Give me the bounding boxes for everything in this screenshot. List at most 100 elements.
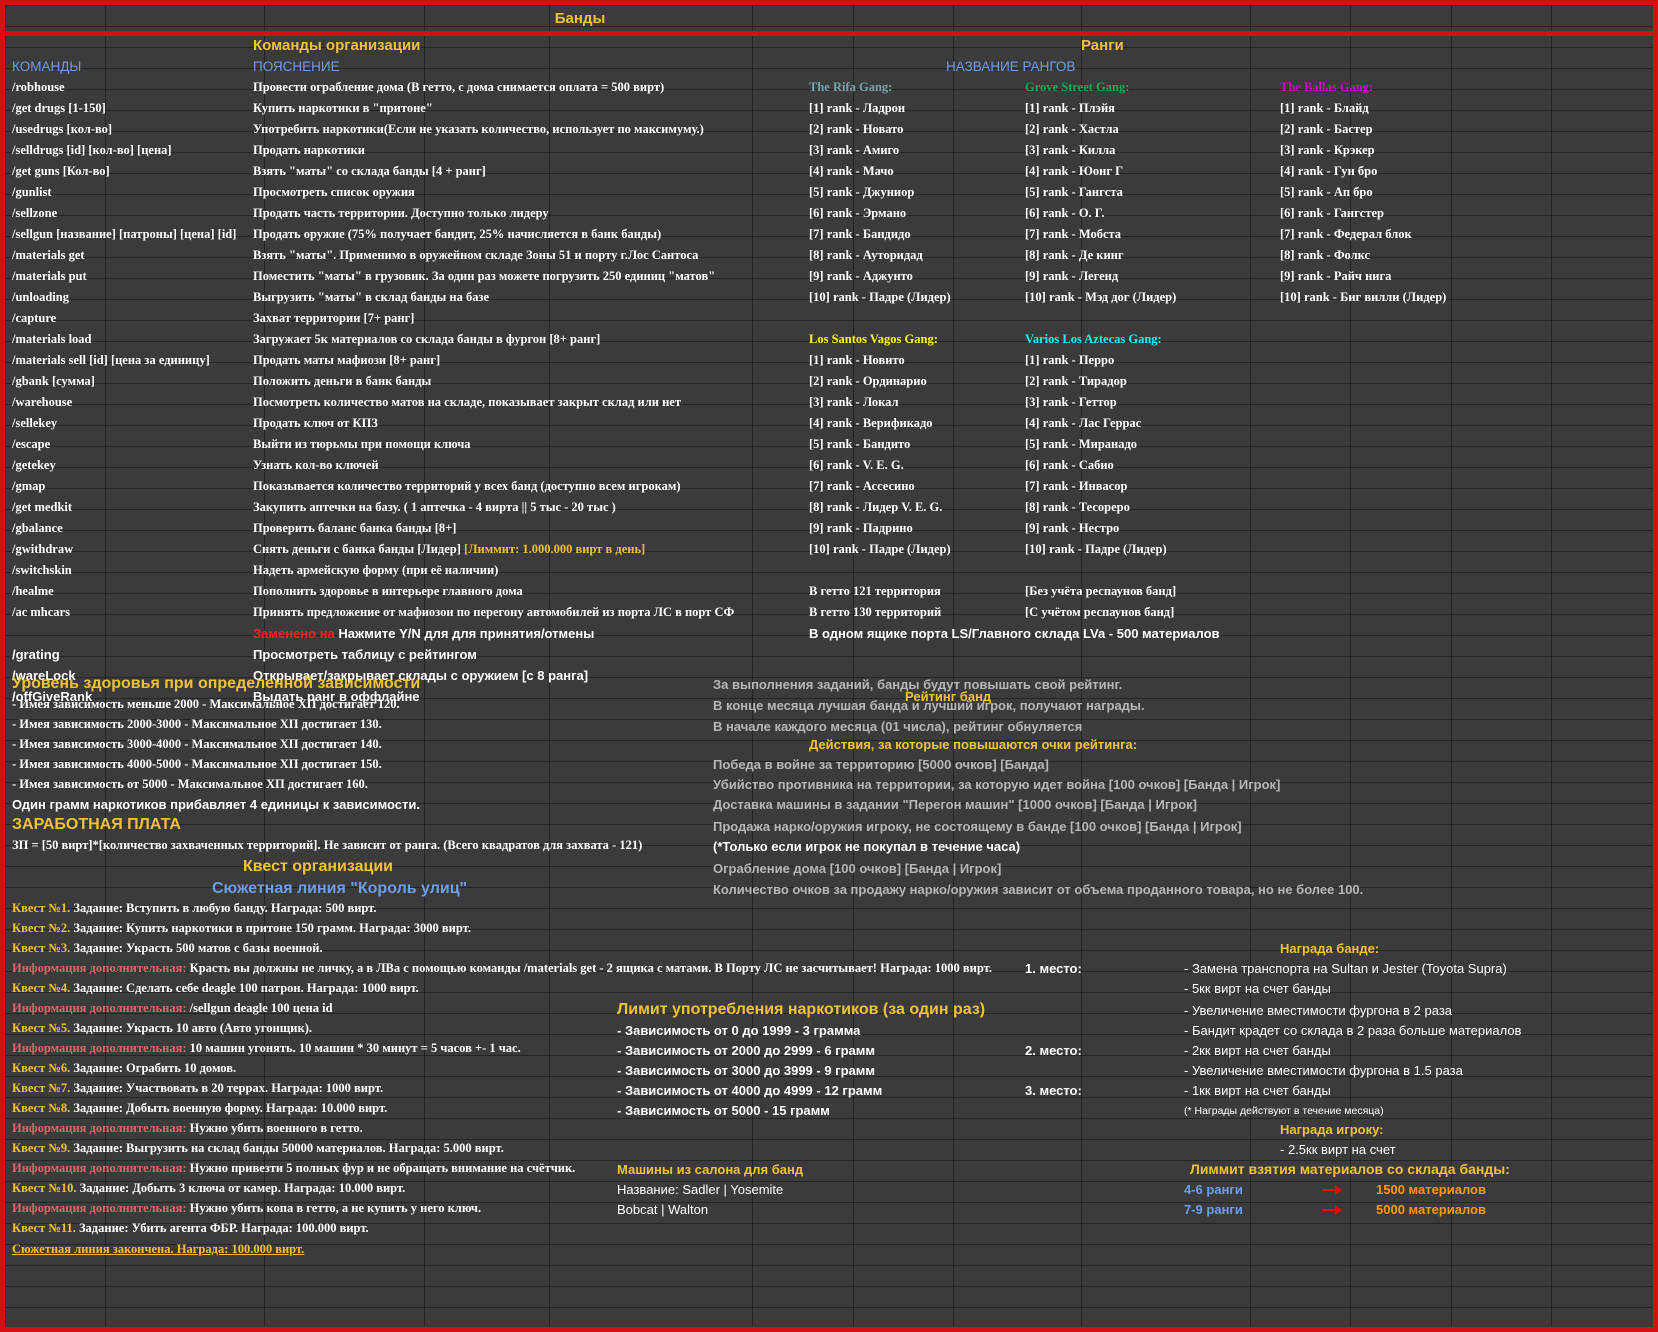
quest-text: Задание: Участвовать в 20 террах. Наград… bbox=[73, 1081, 384, 1095]
rank-entry: [5] rank - Бандито bbox=[809, 437, 911, 451]
info-label: Информация дополнительная: bbox=[12, 961, 187, 975]
rank-entry: [9] rank - Падрино bbox=[809, 521, 913, 535]
quest-item: Квест №10. Задание: Добыть 3 ключа от ка… bbox=[12, 1178, 405, 1199]
rank-entry: [4] rank - Гун бро bbox=[1280, 164, 1378, 178]
command-name: /healme bbox=[12, 584, 54, 598]
rank-entry: [7] rank - Инвасор bbox=[1025, 479, 1128, 493]
gang-name: Los Santos Vagos Gang: bbox=[809, 332, 938, 346]
quest-item: Квест №5. Задание: Украсть 10 авто (Авто… bbox=[12, 1018, 312, 1039]
rank-entry: [8] rank - Фолкс bbox=[1280, 248, 1371, 262]
quest-label: Квест №5. bbox=[12, 1021, 71, 1035]
health-line: - Имея зависимость меньше 2000 - Максима… bbox=[12, 697, 400, 711]
command-description-text: Продать оружие (75% получает бандит, 25%… bbox=[253, 227, 662, 241]
quest-text: Задание: Сделать себе deagle 100 патрон.… bbox=[73, 981, 419, 995]
place-1-label: 1. место: bbox=[1025, 961, 1082, 976]
rank-entry: [4] rank - Мачо bbox=[809, 164, 894, 178]
command-description: Пополнить здоровье в интерьере главного … bbox=[253, 581, 523, 602]
rank-entry: [10] rank - Падре (Лидер) bbox=[1025, 542, 1167, 556]
salary-text: ЗП = [50 вирт]*[количество захваченных т… bbox=[12, 838, 643, 852]
quest-item: Квест №6. Задание: Ограбить 10 домов. bbox=[12, 1058, 236, 1079]
quest-text: Задание: Добыть военную форму. Награда: … bbox=[73, 1101, 388, 1115]
command-description-text: Надеть армейскую форму (при её наличии) bbox=[253, 563, 499, 577]
rank-entry: [7] rank - Ассесино bbox=[809, 479, 915, 493]
grid-col-line bbox=[1451, 5, 1452, 1327]
quest-item: Информация дополнительная: Нужно убить в… bbox=[12, 1118, 363, 1139]
command-description-text: Посмотреть количество матов на складе, п… bbox=[253, 395, 681, 409]
commands-column-header: КОМАНДЫ bbox=[12, 59, 82, 74]
command-description-text: Нажмите Y/N для для принятия/отмены bbox=[338, 626, 595, 641]
grid-col-line bbox=[1551, 5, 1552, 1327]
quest-text: Нужно убить военного в гетто. bbox=[189, 1121, 363, 1135]
drug-limit-title: Лимит употребления наркотиков (за один р… bbox=[617, 1001, 986, 1018]
rank-entry: [8] rank - Лидер V. E. G. bbox=[809, 500, 943, 514]
command-name: /robhouse bbox=[12, 80, 65, 94]
command-description: Взять "маты". Применимо в оружейном скла… bbox=[253, 245, 698, 266]
grid-col-line bbox=[953, 5, 954, 1327]
command-name: /capture bbox=[12, 311, 57, 325]
page-title: Банды bbox=[554, 10, 606, 27]
withdraw-limit-note: [Лиммит: 1.000.000 вирт в день] bbox=[464, 542, 646, 556]
quest-text: Задание: Украсть 500 матов с базы военно… bbox=[73, 941, 323, 955]
rank-entry: [3] rank - Локал bbox=[809, 395, 899, 409]
drug-limit-line: - Зависимость от 4000 до 4999 - 12 грамм bbox=[617, 1083, 883, 1098]
title-divider bbox=[0, 31, 1658, 36]
quest-text: Задание: Выгрузить на склад банды 50000 … bbox=[73, 1141, 504, 1155]
rank-entry: [10] rank - Биг вилли (Лидер) bbox=[1280, 290, 1447, 304]
rank-entry: [10] rank - Падре (Лидер) bbox=[809, 542, 951, 556]
command-name: /get guns [Кол-во] bbox=[12, 164, 110, 178]
reward-note: (* Награды действуют в течение месяца) bbox=[1184, 1105, 1384, 1117]
quest-text: /sellgun deagle 100 цена id bbox=[189, 1001, 333, 1015]
quest-item: Квест №3. Задание: Украсть 500 матов с б… bbox=[12, 938, 323, 959]
reward-item: - Увеличение вместимости фургона в 2 раз… bbox=[1184, 1003, 1453, 1018]
command-name: /ac mhcars bbox=[12, 605, 70, 619]
command-description-text: Снять деньги с банка банды [Лидер] bbox=[253, 542, 461, 556]
command-description-text: Продать часть территории. Доступно тольк… bbox=[253, 206, 549, 220]
quest-item: Информация дополнительная: Нужно привезт… bbox=[12, 1158, 575, 1179]
command-description-text: Загружает 5к материалов со склада банды … bbox=[253, 332, 601, 346]
reward-item: - Замена транспорта на Sultan и Jester (… bbox=[1184, 961, 1507, 976]
rank-entry: [6] rank - О. Г. bbox=[1025, 206, 1105, 220]
grid-col-line bbox=[1250, 5, 1251, 1327]
command-name: /escape bbox=[12, 437, 51, 451]
command-description-text: Положить деньги в банк банды bbox=[253, 374, 432, 388]
rank-entry: [9] rank - Нестро bbox=[1025, 521, 1120, 535]
rank-entry: [8] rank - Де кинг bbox=[1025, 248, 1124, 262]
salary-title: ЗАРАБОТНАЯ ПЛАТА bbox=[12, 816, 181, 833]
rank-entry: [9] rank - Райч нига bbox=[1280, 269, 1392, 283]
quest-text: Задание: Ограбить 10 домов. bbox=[73, 1061, 237, 1075]
command-description: Продать оружие (75% получает бандит, 25%… bbox=[253, 224, 661, 245]
grid-col-line bbox=[1081, 5, 1082, 1327]
command-description-text: Закупить аптечки на базу. ( 1 аптечка - … bbox=[253, 500, 616, 514]
command-name: /grating bbox=[12, 647, 60, 662]
rank-entry: [4] rank - Лас Геррас bbox=[1025, 416, 1142, 430]
command-description: Выгрузить "маты" в склад банды на базе bbox=[253, 287, 489, 308]
info-label: Информация дополнительная: bbox=[12, 1201, 187, 1215]
box-info: В одном ящике порта LS/Главного склада L… bbox=[809, 626, 1220, 641]
territory-info: [С учётом респаунов банд] bbox=[1025, 605, 1175, 619]
rating-action: Количество очков за продажу нарко/оружия… bbox=[713, 882, 1364, 897]
rank-entry: [5] rank - Гангста bbox=[1025, 185, 1123, 199]
command-description-text: Просмотреть список оружия bbox=[253, 185, 415, 199]
command-description-text: Выйти из тюрьмы при помощи ключа bbox=[253, 437, 471, 451]
command-name: /sellekey bbox=[12, 416, 58, 430]
player-reward-item: - 2.5кк вирт на счет bbox=[1280, 1142, 1396, 1157]
command-description-text: Взять "маты". Применимо в оружейном скла… bbox=[253, 248, 699, 262]
command-name: /selldrugs [id] [кол-во] [цена] bbox=[12, 143, 172, 157]
territory-info: В гетто 121 территория bbox=[809, 584, 941, 598]
command-name: /get medkit bbox=[12, 500, 73, 514]
command-name: /materials sell [id] [цена за единицу] bbox=[12, 353, 210, 367]
command-name: /gwithdraw bbox=[12, 542, 74, 556]
command-description: Просмотреть таблицу с рейтингом bbox=[253, 644, 477, 665]
command-name: /wareLock bbox=[12, 668, 76, 683]
explanation-column-header: ПОЯСНЕНИЕ bbox=[253, 59, 340, 74]
rank-entry: [1] rank - Блайд bbox=[1280, 101, 1369, 115]
gang-name: The Rifa Gang: bbox=[809, 80, 893, 94]
grid-col-line bbox=[264, 5, 265, 1327]
command-description: Продать маты мафиози [8+ ранг] bbox=[253, 350, 440, 371]
rating-action: (*Только если игрок не покупал в течение… bbox=[713, 839, 1021, 854]
materials-limit-ranks: 4-6 ранги bbox=[1184, 1182, 1243, 1197]
quest-label: Квест №1. bbox=[12, 901, 71, 915]
gang-name: Varios Los Aztecas Gang: bbox=[1025, 332, 1162, 346]
command-name: /sellgun [название] [патроны] [цена] [id… bbox=[12, 227, 237, 241]
command-name: /gbalance bbox=[12, 521, 63, 535]
